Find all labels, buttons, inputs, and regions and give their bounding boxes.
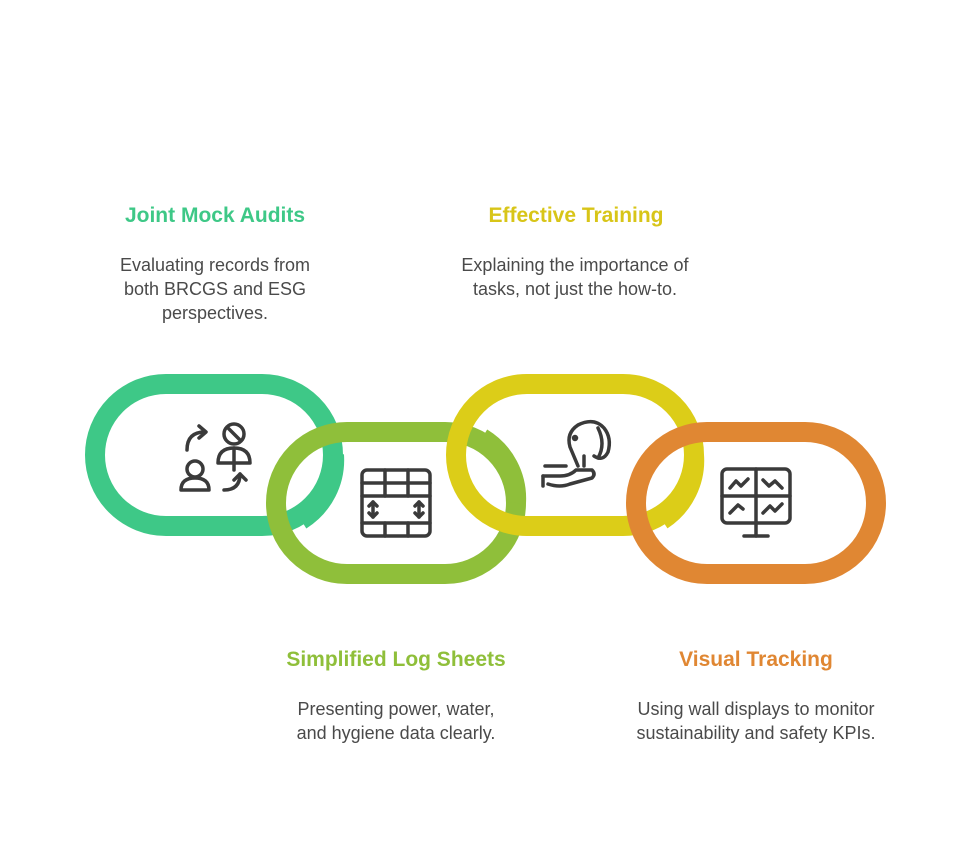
table-sheet-icon xyxy=(360,468,432,538)
monitor-dashboard-icon xyxy=(720,467,792,538)
step-4-title: Visual Tracking xyxy=(679,648,833,671)
step-1-description: Evaluating records from both BRCGS and E… xyxy=(119,255,311,323)
link-2-overlap xyxy=(476,429,527,504)
link-1-overlap xyxy=(295,454,345,529)
dog-training-icon xyxy=(541,419,612,488)
step-4-description: Using wall displays to monitor sustainab… xyxy=(636,699,876,743)
step-3-title: Effective Training xyxy=(488,204,664,227)
step-1-title: Joint Mock Audits xyxy=(124,204,306,227)
step-3-description: Explaining the importance of tasks, not … xyxy=(461,255,689,299)
link-3-overlap xyxy=(656,454,705,529)
link-4-ring xyxy=(626,422,886,584)
audit-people-icon xyxy=(179,422,252,492)
step-2-description: Presenting power, water, and hygiene dat… xyxy=(296,699,496,743)
step-2-title: Simplified Log Sheets xyxy=(286,648,506,671)
link-1-ring xyxy=(85,374,343,536)
